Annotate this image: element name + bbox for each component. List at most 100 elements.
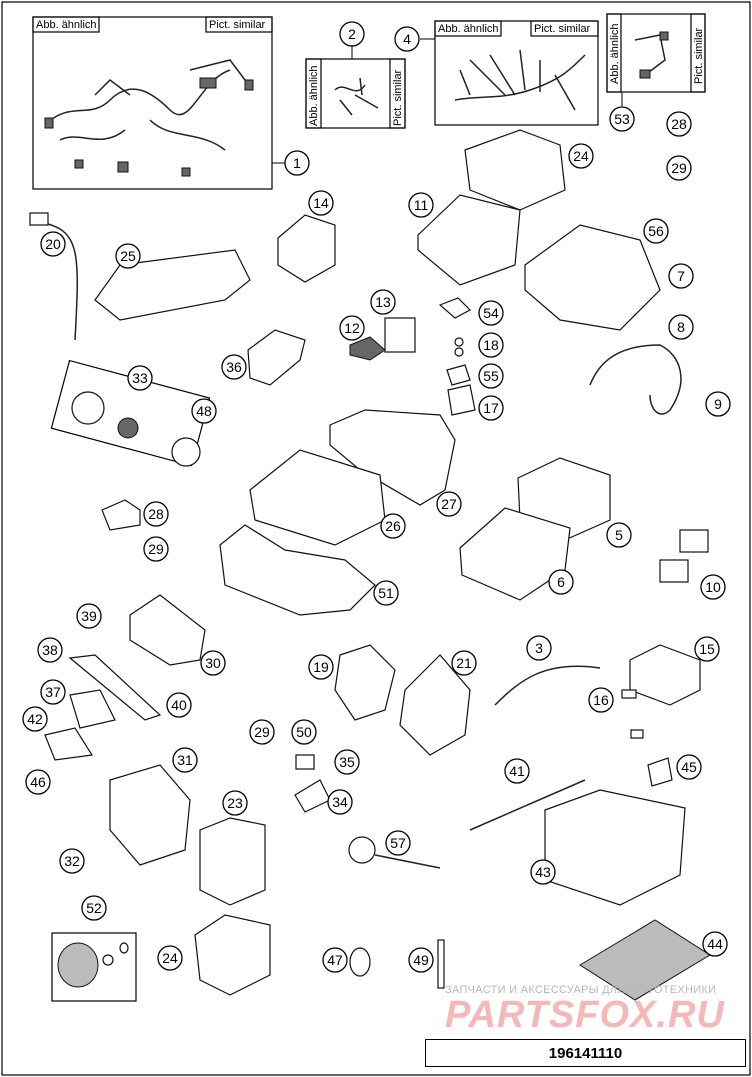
svg-text:25: 25 (120, 248, 136, 264)
picture-label-german: Abb. ähnlich (36, 19, 97, 31)
svg-text:43: 43 (535, 864, 551, 880)
callout-53: 53 (609, 106, 635, 132)
callout-55: 55 (478, 363, 504, 389)
svg-text:6: 6 (557, 574, 565, 590)
horn-box (51, 932, 137, 1002)
callout-19: 19 (308, 654, 334, 680)
svg-text:29: 29 (148, 541, 164, 557)
callout-29-top: 29 (666, 155, 692, 181)
svg-text:1: 1 (293, 155, 301, 171)
callout-3: 3 (526, 635, 552, 661)
harness-53-box: Abb. ähnlich Pict. similar (606, 13, 706, 93)
svg-text:29: 29 (671, 160, 687, 176)
callout-1: 1 (284, 150, 310, 176)
svg-text:54: 54 (483, 305, 499, 321)
svg-text:40: 40 (171, 697, 187, 713)
callout-50: 50 (291, 719, 317, 745)
callout-28-top: 28 (666, 111, 692, 137)
svg-text:37: 37 (45, 684, 61, 700)
callout-12: 12 (339, 315, 365, 341)
callout-20: 20 (40, 231, 66, 257)
svg-text:28: 28 (671, 116, 687, 132)
callout-26: 26 (380, 513, 406, 539)
callout-56: 56 (643, 218, 669, 244)
callout-30: 30 (200, 650, 226, 676)
callout-36: 36 (221, 354, 247, 380)
svg-text:39: 39 (81, 608, 97, 624)
svg-text:3: 3 (535, 640, 543, 656)
callout-2: 2 (339, 21, 365, 47)
callouts: 1 2 4 53 28 29 24 11 56 7 20 25 14 13 12… (22, 21, 731, 973)
callout-39: 39 (76, 603, 102, 629)
watermark-brand: PARTSFOX.RU (445, 994, 725, 1036)
callout-8: 8 (668, 314, 694, 340)
svg-text:18: 18 (483, 337, 499, 353)
parts-drawings (29, 129, 711, 1001)
svg-text:27: 27 (441, 496, 457, 512)
svg-text:14: 14 (313, 195, 329, 211)
svg-text:49: 49 (413, 952, 429, 968)
leader-lines (272, 38, 623, 164)
svg-text:41: 41 (509, 763, 525, 779)
svg-text:30: 30 (205, 655, 221, 671)
svg-text:10: 10 (705, 579, 721, 595)
callout-11: 11 (408, 192, 434, 218)
callout-31: 31 (172, 747, 198, 773)
callout-49: 49 (408, 947, 434, 973)
callout-41: 41 (504, 758, 530, 784)
svg-text:7: 7 (677, 268, 685, 284)
callout-14: 14 (308, 190, 334, 216)
watermark-tagline: ЗАПЧАСТИ И АКСЕССУАРЫ ДЛЯ МОТОТЕХНИКИ (445, 984, 717, 996)
picture-label-english: Pict. similar (209, 19, 266, 31)
svg-text:35: 35 (339, 754, 355, 770)
drawing-number: 196141110 (425, 1039, 746, 1067)
svg-text:4: 4 (403, 31, 411, 47)
callout-29-low: 29 (249, 719, 275, 745)
svg-text:5: 5 (615, 527, 623, 543)
callout-37: 37 (40, 679, 66, 705)
svg-text:57: 57 (390, 835, 406, 851)
svg-text:36: 36 (226, 359, 242, 375)
callout-4: 4 (394, 26, 420, 52)
callout-57: 57 (385, 830, 411, 856)
callout-21: 21 (451, 650, 477, 676)
callout-6: 6 (548, 569, 574, 595)
svg-text:47: 47 (327, 952, 343, 968)
callout-27: 27 (436, 491, 462, 517)
callout-24-low: 24 (157, 945, 183, 971)
callout-29-mid: 29 (143, 536, 169, 562)
svg-text:19: 19 (313, 659, 329, 675)
callout-18: 18 (478, 332, 504, 358)
svg-text:13: 13 (375, 294, 391, 310)
callout-13: 13 (370, 289, 396, 315)
svg-text:11: 11 (414, 197, 429, 213)
picture-label-german-3: Abb. ähnlich (438, 23, 499, 35)
callout-47: 47 (322, 947, 348, 973)
svg-text:28: 28 (148, 506, 164, 522)
callout-42: 42 (22, 706, 48, 732)
svg-text:24: 24 (573, 148, 589, 164)
svg-text:29: 29 (254, 724, 270, 740)
callout-7: 7 (668, 263, 694, 289)
callout-23: 23 (222, 790, 248, 816)
svg-text:53: 53 (614, 111, 630, 127)
callout-15: 15 (694, 636, 720, 662)
svg-text:34: 34 (332, 794, 348, 810)
svg-text:56: 56 (648, 223, 664, 239)
svg-text:51: 51 (378, 585, 394, 601)
svg-text:20: 20 (45, 236, 61, 252)
svg-text:16: 16 (593, 692, 609, 708)
picture-label-german-2: Abb. ähnlich (308, 65, 320, 126)
svg-text:45: 45 (681, 759, 697, 775)
callout-52: 52 (81, 895, 107, 921)
callout-24-top: 24 (568, 143, 594, 169)
callout-34: 34 (327, 789, 353, 815)
svg-text:26: 26 (385, 518, 401, 534)
callout-17: 17 (478, 395, 504, 421)
picture-label-english-2: Pict. similar (392, 69, 404, 126)
callout-40: 40 (166, 692, 192, 718)
svg-text:21: 21 (456, 655, 472, 671)
callout-44: 44 (702, 931, 728, 957)
callout-46: 46 (25, 769, 51, 795)
svg-text:52: 52 (86, 900, 102, 916)
